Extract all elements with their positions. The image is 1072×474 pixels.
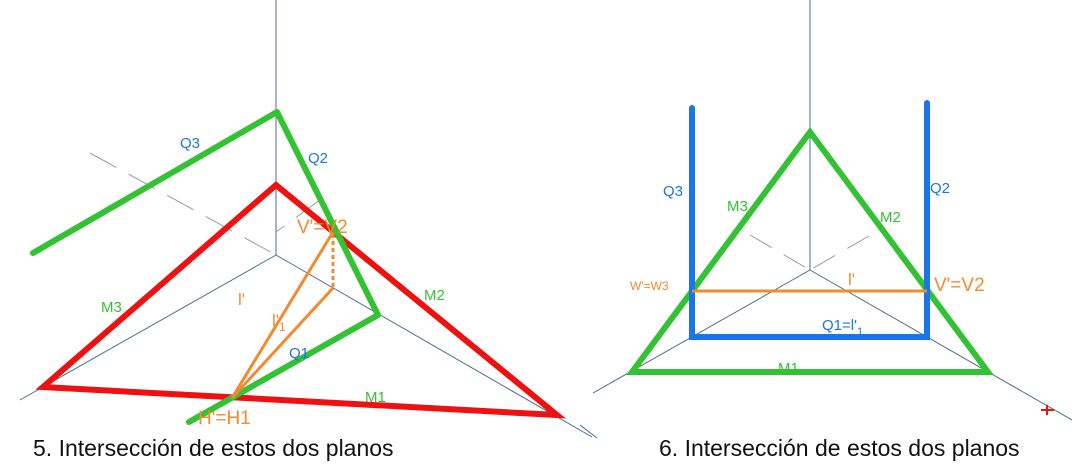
plane-q-traces: [30, 109, 381, 425]
figure-5: Q3 Q2 Q1 M3 M2 M1 V'=V2 H'=H1 l' l'1 5. …: [19, 0, 593, 461]
caption-6: 6. Intersección de estos dos planos: [659, 435, 1020, 461]
y-axis: [809, 269, 1072, 421]
label-v: V'=V2: [297, 217, 348, 238]
x-axis: [19, 254, 277, 401]
label-q3: Q3: [663, 183, 683, 200]
label-v: V'=V2: [934, 275, 985, 296]
y-axis: [275, 254, 593, 438]
hidden-lines: [749, 234, 870, 271]
label-m3: M3: [101, 299, 122, 316]
label-l: l': [238, 290, 245, 309]
label-m2: M2: [424, 287, 445, 304]
label-l1: l'1: [272, 311, 286, 334]
label-m2: M2: [880, 209, 901, 226]
label-q1: Q1: [289, 345, 309, 362]
label-q3: Q3: [180, 135, 200, 152]
label-q2: Q2: [308, 150, 328, 167]
label-w: W'=W3: [630, 279, 669, 293]
label-q1: Q1=l'1: [822, 317, 863, 338]
label-m3: M3: [727, 198, 748, 215]
plane-q-traces: [689, 100, 930, 340]
label-m1: M1: [365, 389, 386, 406]
intersection-lines: [230, 231, 335, 400]
label-q2: Q2: [930, 180, 950, 197]
plane-m-traces: [626, 126, 994, 375]
label-h: H'=H1: [198, 408, 251, 429]
red-plus-marker: [1041, 405, 1054, 415]
hidden-lines: [89, 152, 321, 256]
label-l: l': [848, 270, 855, 289]
figure-6: Q3 Q2 Q1=l'1 M3 M2 M1 W'=W3 l' V'=V2 6. …: [579, 0, 1072, 461]
plane-m-traces: [35, 181, 567, 419]
caption-5: 5. Intersección de estos dos planos: [33, 435, 394, 461]
label-m1: M1: [778, 360, 799, 377]
axes: [19, 0, 593, 438]
